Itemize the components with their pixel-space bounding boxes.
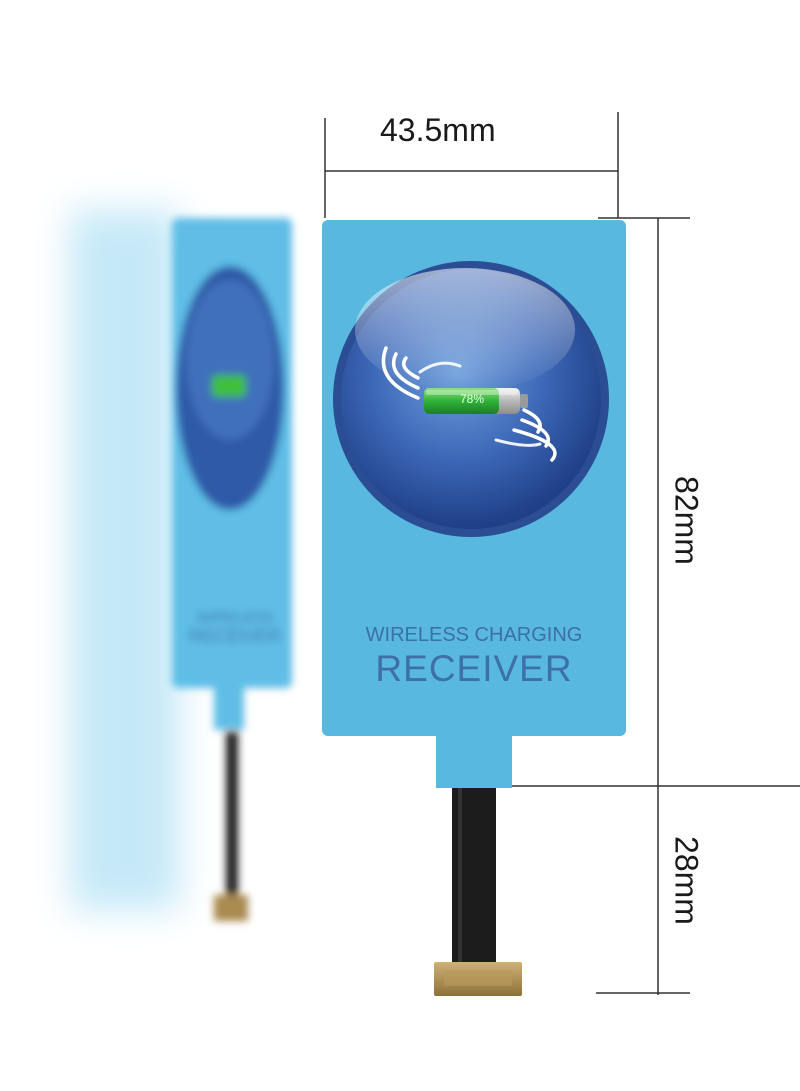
battery-icon [424, 388, 528, 414]
width-dimension-label: 43.5mm [380, 112, 496, 148]
dimension-lines [324, 112, 800, 995]
product-name-line1: WIRELESS CHARGING [365, 624, 583, 646]
ribbon-cable [452, 788, 496, 978]
cable-length-dimension-label: 28mm [668, 836, 705, 925]
wireless-waves-left-icon [381, 346, 462, 400]
svg-text:WIRELESS: WIRELESS [196, 609, 274, 626]
background-receiver: WIRELESS RECEIVER [70, 210, 292, 921]
wireless-waves-right-icon [494, 408, 557, 462]
battery-level-label: 78% [459, 392, 485, 406]
svg-text:RECEIVER: RECEIVER [189, 626, 281, 646]
card-height-dimension-label: 82mm [668, 476, 705, 565]
connector-tip [434, 962, 522, 996]
product-name-line2: RECEIVER [375, 648, 573, 689]
